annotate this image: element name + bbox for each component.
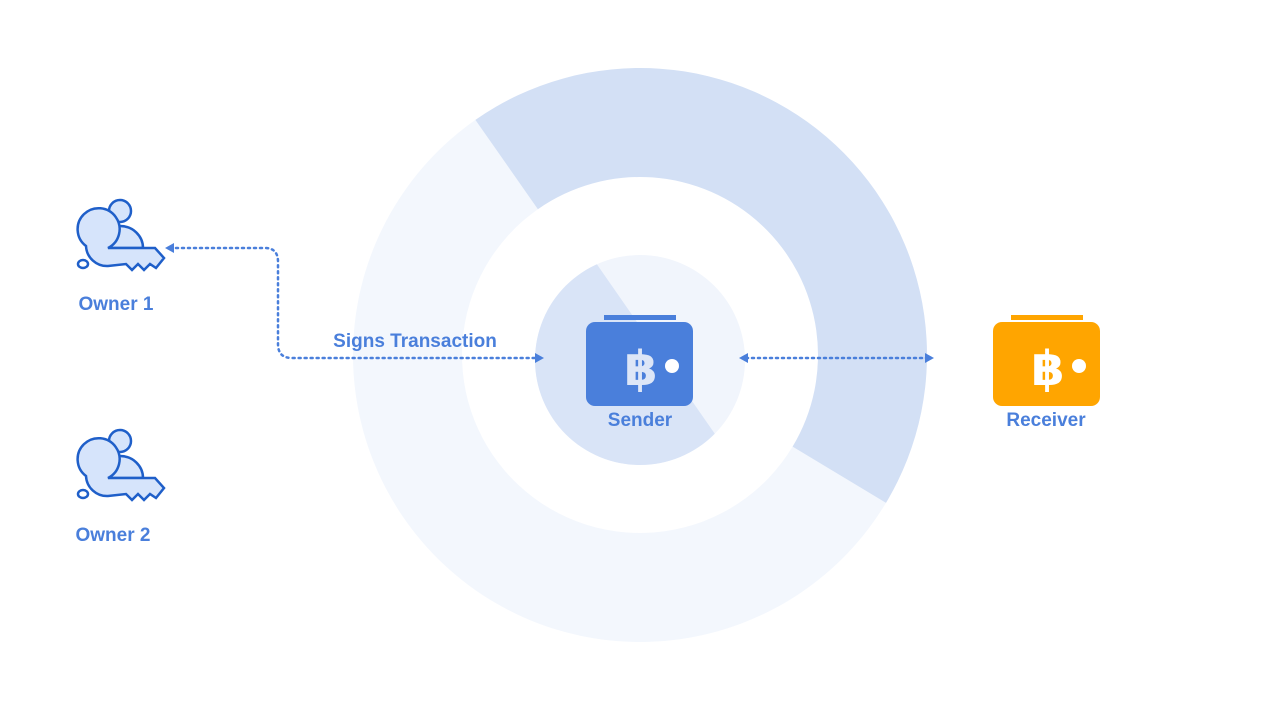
owner1-user-key-icon	[76, 198, 166, 272]
svg-text:฿: ฿	[624, 341, 657, 397]
svg-text:฿: ฿	[1031, 341, 1064, 397]
arrowhead-right	[925, 353, 934, 363]
owner2-user-key-icon	[76, 428, 166, 502]
arrowhead-sender	[535, 353, 544, 363]
ring-faint	[353, 119, 887, 643]
sender-wallet-icon: ฿	[586, 315, 693, 406]
receiver-wallet-icon: ฿	[993, 315, 1100, 406]
ring-main	[475, 68, 927, 503]
arrowhead-left	[739, 353, 748, 363]
receiver-label: Receiver	[1006, 410, 1086, 431]
arrowhead-owner1	[165, 243, 174, 253]
signs-transaction-label: Signs Transaction	[333, 331, 497, 352]
sign-connector	[168, 246, 540, 360]
sender-label: Sender	[607, 410, 673, 431]
owner1-label: Owner 1	[78, 294, 154, 315]
owner2-label: Owner 2	[75, 525, 151, 546]
